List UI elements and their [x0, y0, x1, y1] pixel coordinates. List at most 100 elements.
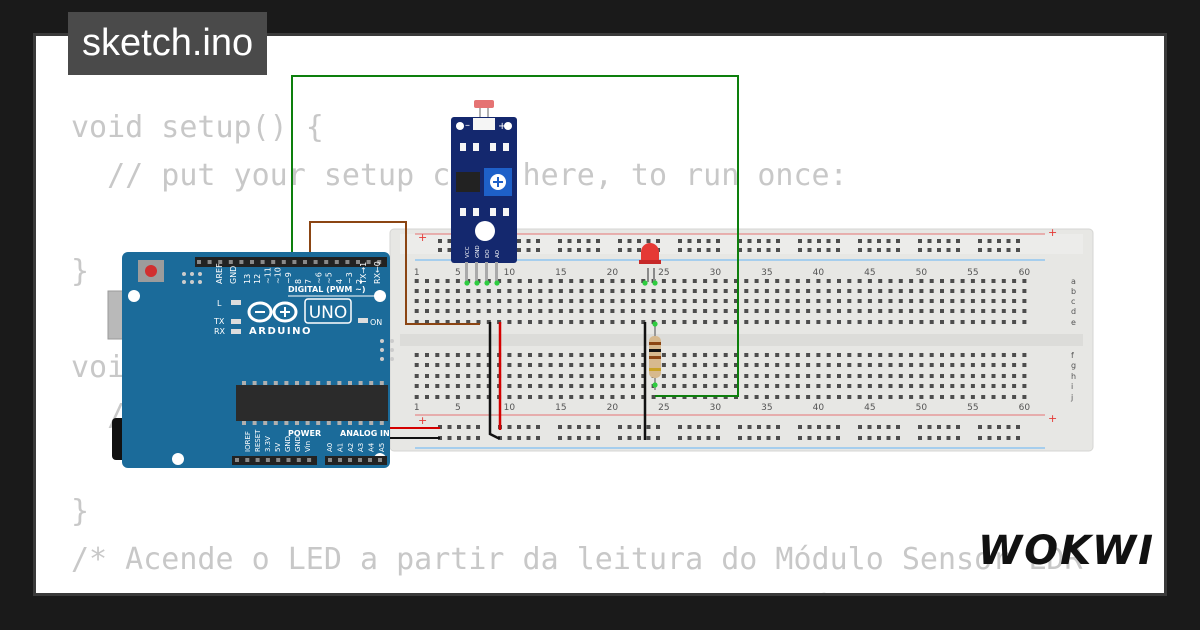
- analog-header[interactable]: [325, 456, 387, 465]
- analog-pin-label: A4: [368, 442, 376, 452]
- code-line: * Pino LDR – Entrada digital do sensor m…: [71, 590, 1100, 593]
- uno-label: UNO: [309, 303, 348, 323]
- arduino-logo-icon: [247, 301, 298, 323]
- rail-plus-label-bottom: +: [418, 414, 427, 427]
- led-body: [641, 243, 659, 260]
- wokwi-logo: WOKWI: [978, 528, 1156, 574]
- wire-black-sensor-gnd[interactable]: [488, 322, 500, 440]
- digital-header[interactable]: [195, 257, 387, 267]
- ldr-photoresistor: [474, 100, 494, 108]
- led-tx-label: TX: [213, 317, 225, 326]
- mount-hole: [128, 290, 140, 302]
- col-number-bottom: 5: [455, 403, 461, 413]
- col-number-bottom: 55: [967, 403, 978, 413]
- led-rx-label: RX: [214, 327, 226, 336]
- mount-hole: [172, 453, 184, 465]
- aref-label: AREF: [215, 263, 224, 284]
- row-letter: e: [1071, 318, 1076, 327]
- col-number-top: 10: [504, 268, 516, 278]
- rx-pin-label: RX←0: [373, 261, 382, 284]
- digital-pin-label: ~10: [274, 267, 283, 284]
- analog-pin-label: A3: [357, 443, 365, 452]
- row-letter: d: [1071, 307, 1076, 316]
- col-number-bottom: 1: [414, 403, 420, 413]
- v5-label: 5V: [274, 443, 282, 452]
- breadboard-holes: [414, 239, 1027, 440]
- col-number-bottom: 15: [555, 403, 566, 413]
- col-number-bottom: 20: [607, 403, 619, 413]
- col-number-top: 50: [916, 268, 928, 278]
- icsp-top: [182, 270, 208, 290]
- arduino-brand-label: ARDUINO: [249, 326, 312, 337]
- row-letter: b: [1071, 287, 1076, 296]
- analog-pin-label: A5: [378, 443, 386, 452]
- ioref-label: IOREF: [244, 431, 252, 452]
- sensor-minus-label: –: [465, 120, 470, 131]
- icsp-pins: [182, 272, 394, 361]
- col-number-top: 15: [555, 268, 566, 278]
- digital-pin-label: ~9: [284, 272, 293, 284]
- comparator-chip: [456, 172, 480, 192]
- row-letter: i: [1071, 382, 1073, 391]
- power-header[interactable]: [232, 456, 317, 465]
- col-number-bottom: 45: [864, 403, 875, 413]
- gnd-label: GND: [229, 266, 238, 284]
- power-gnd-label: GND: [284, 436, 292, 452]
- mount-hole: [456, 122, 464, 130]
- analog-pin-label: A2: [347, 443, 355, 452]
- sensor-pin-label: VCC: [465, 246, 471, 258]
- analog-pin-label: A0: [326, 443, 334, 452]
- col-number-bottom: 35: [761, 403, 772, 413]
- row-letter: a: [1071, 277, 1076, 286]
- row-letter: c: [1071, 297, 1075, 306]
- vin-label: Vin: [304, 441, 312, 452]
- ldr-socket: [473, 118, 495, 130]
- sketch-filename-tab[interactable]: sketch.ino: [68, 12, 268, 75]
- sensor-plus-label: +: [498, 121, 506, 132]
- resistor[interactable]: [649, 324, 661, 390]
- sensor-mount-hole: [475, 221, 495, 241]
- red-led[interactable]: [639, 243, 661, 282]
- code-line: }: [71, 254, 90, 289]
- bottom-header-pins: [235, 458, 382, 462]
- digital-pin-label: 8: [294, 279, 303, 284]
- digital-header-pins: [197, 260, 382, 264]
- sensor-pin-label: GND: [475, 245, 481, 258]
- code-line: /* Acende o LED a partir da leitura do M…: [71, 542, 1083, 577]
- digital-pin-label: 13: [243, 274, 252, 284]
- row-letter: h: [1071, 372, 1076, 381]
- chip-pins: [242, 381, 384, 425]
- mount-hole: [504, 122, 512, 130]
- digital-pin-label: 12: [253, 274, 262, 284]
- led-on-label: ON: [370, 318, 382, 327]
- col-number-top: 30: [710, 268, 722, 278]
- uno-badge: [304, 298, 352, 324]
- v33-label: 3.3V: [264, 436, 272, 452]
- reset-button-cap[interactable]: [145, 265, 157, 277]
- code-line: void setup() {: [71, 110, 324, 145]
- digital-pin-label: ~5: [325, 272, 334, 284]
- led-l-label: L: [217, 299, 222, 308]
- digital-pin-label: ~6: [314, 272, 323, 284]
- sensor-pins[interactable]: [465, 262, 498, 282]
- digital-pin-label: 7: [304, 279, 313, 284]
- col-number-top: 45: [864, 268, 875, 278]
- col-number-top: 40: [813, 268, 825, 278]
- col-number-bottom: 60: [1019, 403, 1031, 413]
- col-number-top: 25: [658, 268, 669, 278]
- led-l: [231, 300, 241, 305]
- analog-header-label: ANALOG IN: [340, 429, 390, 438]
- wire-brown[interactable]: [309, 221, 480, 325]
- col-number-top: 35: [761, 268, 772, 278]
- center-channel: [400, 334, 1083, 346]
- digital-pin-label: 4: [335, 279, 344, 284]
- col-number-top: 60: [1019, 268, 1031, 278]
- wire-green[interactable]: [291, 75, 739, 397]
- row-letter: g: [1071, 361, 1076, 370]
